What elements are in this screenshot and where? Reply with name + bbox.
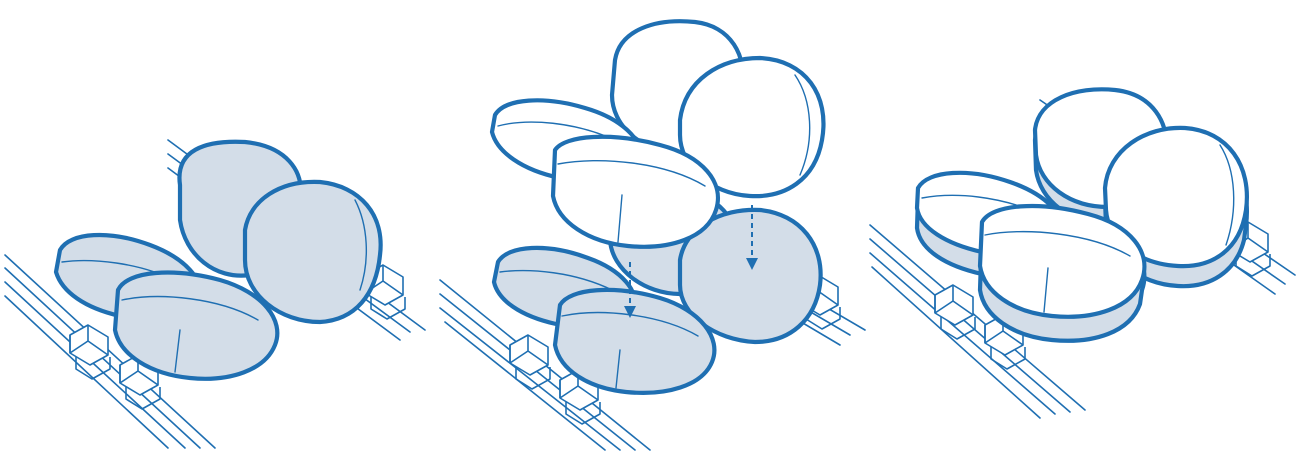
- panel-step-2: [440, 21, 865, 450]
- cushion-icon: [492, 21, 823, 393]
- panel-step-3: [870, 89, 1295, 418]
- panel-step-1: [5, 140, 425, 448]
